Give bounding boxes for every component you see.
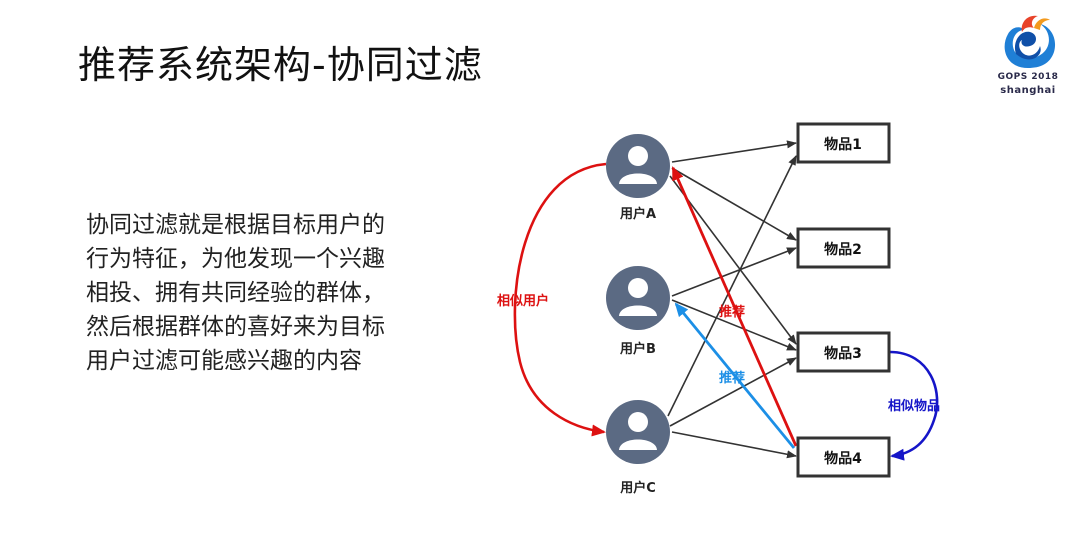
item-node-3: 物品3 xyxy=(796,331,891,373)
edge-c-item4 xyxy=(671,431,797,459)
user-node-a: 用户A xyxy=(606,134,670,222)
recommend-red-arrow xyxy=(671,166,798,447)
similar-users-label: 相似用户 xyxy=(497,293,549,309)
edge-a-item1 xyxy=(671,140,797,163)
logo-text-gops: GOPS 2018 xyxy=(997,72,1059,82)
item-label: 物品2 xyxy=(824,241,862,258)
description-line: 相投、拥有共同经验的群体， xyxy=(86,280,385,306)
user-label: 用户C xyxy=(619,480,656,496)
user-label: 用户A xyxy=(619,206,656,222)
item-node-1: 物品1 xyxy=(796,122,891,164)
user-node-c: 用户C xyxy=(606,400,670,496)
description-line: 然后根据群体的喜好来为目标 xyxy=(86,314,385,340)
edge-a-item2 xyxy=(671,167,797,241)
description-line: 协同过滤就是根据目标用户的 xyxy=(86,212,385,238)
edge-c-item1 xyxy=(667,155,797,417)
similar-items-label: 相似物品 xyxy=(888,398,940,414)
recommend-red-label: 推荐 xyxy=(719,304,745,320)
edge-b-item3 xyxy=(671,299,797,351)
recommend-blue-label: 推荐 xyxy=(719,370,745,386)
page-title: 推荐系统架构-协同过滤 xyxy=(78,43,483,87)
similar-users-arrow xyxy=(513,162,607,437)
recommend-blue-arrow xyxy=(674,302,796,449)
user-label: 用户B xyxy=(619,341,656,357)
edge-c-item3 xyxy=(669,357,797,427)
description-line: 行为特征，为他发现一个兴趣 xyxy=(86,246,385,272)
description-line: 用户过滤可能感兴趣的内容 xyxy=(86,348,362,374)
gops-logo-icon xyxy=(1004,15,1056,68)
user-node-b: 用户B xyxy=(606,266,670,357)
item-label: 物品1 xyxy=(824,136,862,153)
gops-logo: GOPS 2018 shanghai xyxy=(994,10,1062,106)
item-node-4: 物品4 xyxy=(796,436,891,478)
item-label: 物品4 xyxy=(824,450,862,467)
edge-b-item2 xyxy=(671,247,797,297)
item-node-2: 物品2 xyxy=(796,227,891,269)
edge-a-item3 xyxy=(669,175,797,345)
logo-text-city: shanghai xyxy=(1000,85,1056,96)
similar-items-arrow xyxy=(889,350,939,461)
description-text: 协同过滤就是根据目标用户的 行为特征，为他发现一个兴趣 相投、拥有共同经验的群体… xyxy=(86,208,451,378)
item-label: 物品3 xyxy=(824,345,862,362)
